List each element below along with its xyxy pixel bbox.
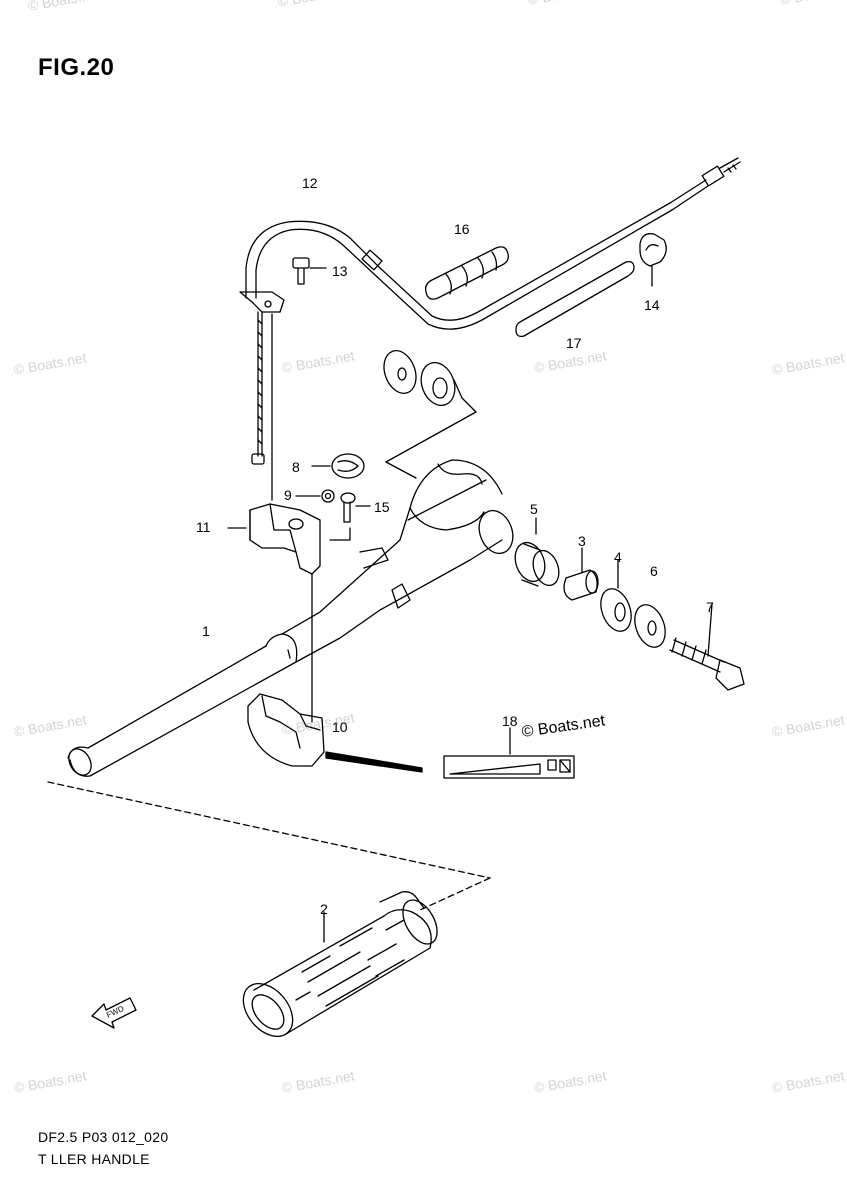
part-9-nut [295, 489, 335, 503]
part-4-washer [600, 559, 632, 632]
part-5-bushing [514, 517, 560, 587]
part-6-washer [634, 604, 666, 648]
callout-1: 1 [202, 623, 210, 639]
drawing-code: DF2.5 P03 012_020 [38, 1129, 169, 1145]
part-12-throttle-cable [239, 157, 741, 501]
part-15-screw [329, 492, 371, 541]
callout-16: 16 [454, 221, 470, 237]
callout-12: 12 [302, 175, 318, 191]
callout-14: 14 [644, 297, 660, 313]
assembly-guide-lines [47, 781, 491, 911]
part-17-tube [515, 260, 635, 338]
part-16-grip-sleeve [424, 246, 509, 300]
callout-3: 3 [578, 533, 586, 549]
callout-15: 15 [374, 499, 390, 515]
callout-2: 2 [320, 901, 328, 917]
fwd-arrow-icon [91, 997, 137, 1029]
part-11-upper-clamp [227, 503, 321, 575]
callout-4: 4 [614, 549, 622, 565]
callout-5: 5 [530, 501, 538, 517]
callout-6: 6 [650, 563, 658, 579]
part-14-cable-clamp [639, 233, 667, 287]
callout-7: 7 [706, 599, 714, 615]
pointer-wedge [325, 751, 423, 773]
callout-10: 10 [332, 719, 348, 735]
callout-9: 9 [284, 487, 292, 503]
drawing-caption: T LLER HANDLE [38, 1151, 150, 1167]
part-2-throttle-grip [242, 891, 438, 1037]
part-1-tiller-handle [67, 459, 514, 777]
callout-11: 11 [196, 519, 211, 535]
part-13-screw [292, 257, 327, 285]
callout-17: 17 [566, 335, 582, 351]
part-10-lower-clamp [247, 693, 325, 767]
friction-washers [383, 350, 477, 479]
callout-13: 13 [332, 263, 348, 279]
part-8-cap [311, 453, 365, 479]
part-3-collar [563, 547, 599, 601]
part-7-bolt [669, 603, 745, 691]
part-18-decal [443, 727, 575, 779]
callout-18: 18 [502, 713, 518, 729]
callout-8: 8 [292, 459, 300, 475]
figure-title: FIG.20 [38, 54, 115, 81]
